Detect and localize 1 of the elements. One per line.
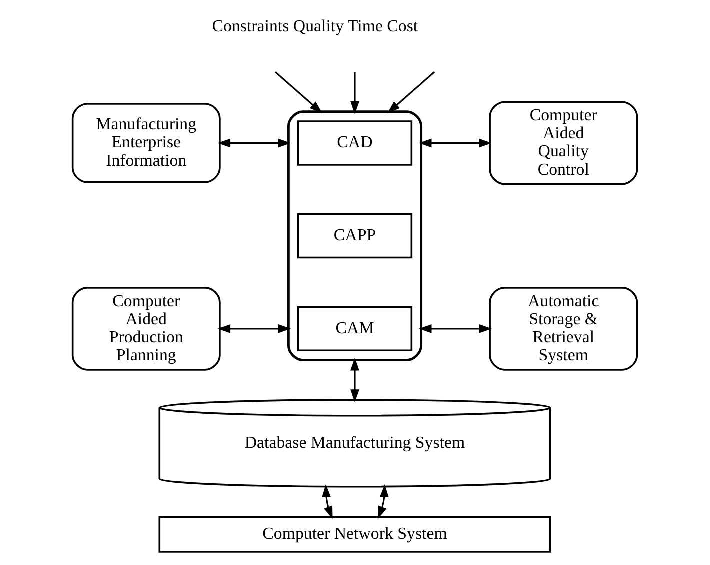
label: Constraints Quality Time Cost	[212, 16, 418, 36]
